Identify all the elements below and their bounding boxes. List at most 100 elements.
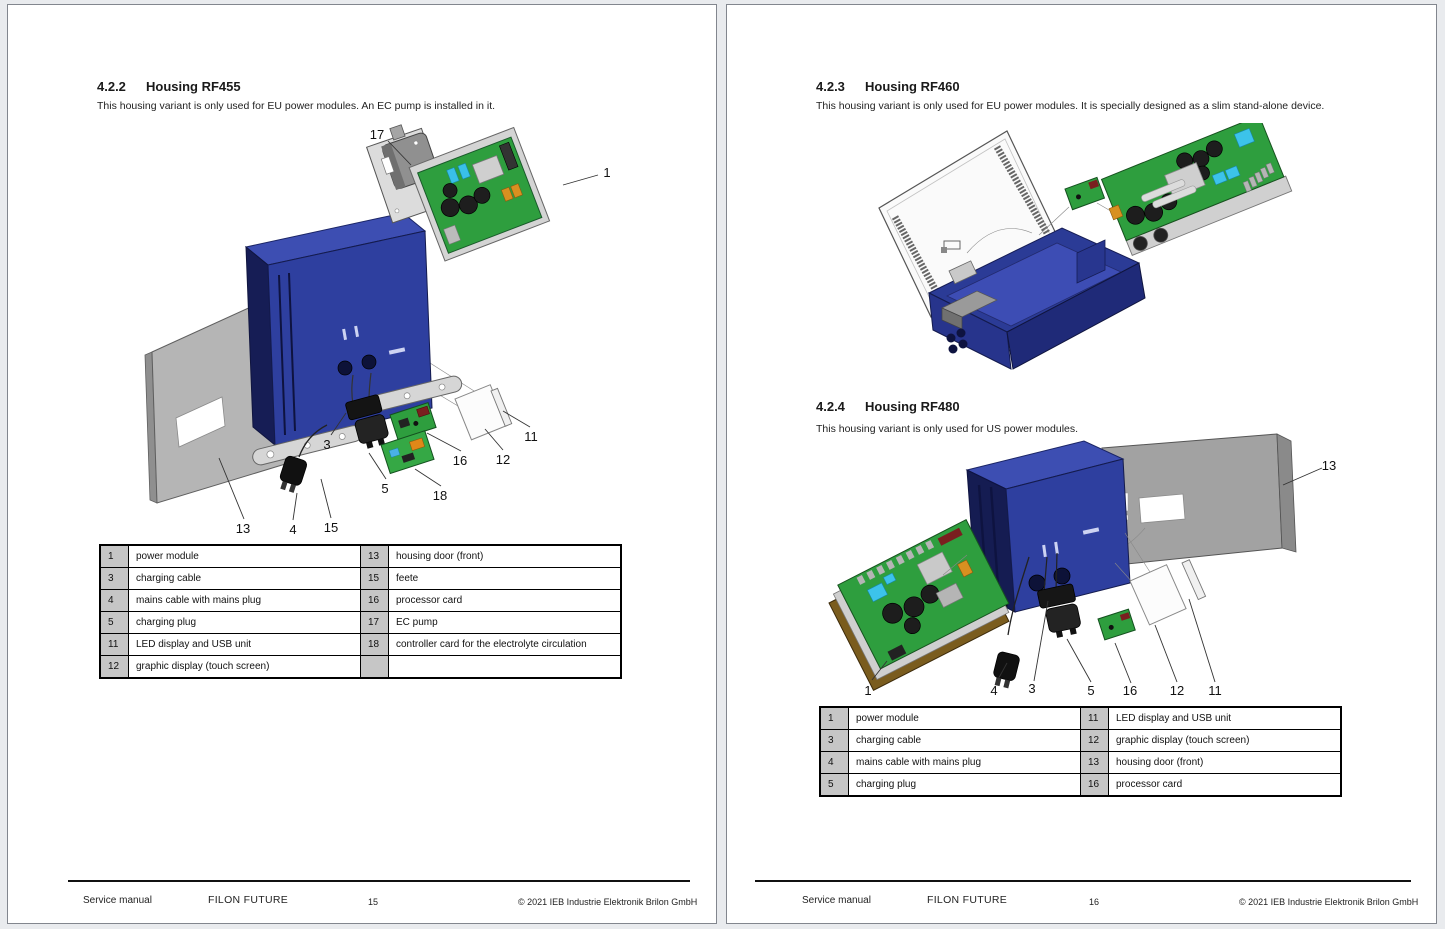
section-number: 4.2.3: [816, 79, 845, 94]
section-title: Housing RF480: [865, 399, 960, 414]
table-row: 3 charging cable 15 feete: [99, 567, 622, 590]
callout-label: 5: [381, 481, 388, 496]
part-number: 15: [360, 567, 389, 590]
mains-plug-illustration: [279, 424, 328, 493]
part-number: 13: [1080, 751, 1109, 774]
parts-table-rf480: 1 power module 11 LED display and USB un…: [819, 706, 1342, 797]
callout-label: 5: [1087, 683, 1094, 698]
part-number: 17: [360, 611, 389, 634]
table-row: 12 graphic display (touch screen): [99, 655, 622, 679]
callout-label: 13: [236, 521, 250, 536]
footer-rule: [68, 880, 690, 882]
rf480-exploded-diagram: 13 1 4 3 5 16 12 11: [828, 433, 1336, 698]
controller-card-illustration: [380, 430, 435, 475]
manual-page-16: 4.2.3 Housing RF460 This housing variant…: [726, 4, 1437, 924]
callout-label: 15: [324, 520, 338, 535]
part-number: 12: [1080, 729, 1109, 752]
mains-plug-illustration: [993, 556, 1030, 689]
part-number: 13: [360, 544, 389, 568]
processor-card-illustration: [1064, 176, 1106, 211]
part-label: graphic display (touch screen): [1108, 729, 1342, 752]
callout-label: 16: [1123, 683, 1137, 698]
footer-page-number: 16: [1089, 897, 1100, 907]
table-row: 5 charging plug 16 processor card: [819, 773, 1342, 797]
callout-label: 11: [1208, 683, 1222, 698]
callout-label: 12: [496, 452, 510, 467]
callout-label: 4: [990, 683, 997, 698]
processor-card-illustration: [1097, 608, 1136, 641]
part-number: 4: [819, 751, 849, 774]
rf455-exploded-diagram: 17 1 3 16 12 11 5 18 13 4 15: [144, 124, 611, 537]
part-label: processor card: [1108, 773, 1342, 797]
tray-illustration: [927, 227, 1146, 370]
section-heading-rf460: 4.2.3 Housing RF460: [816, 79, 960, 94]
housing-door-illustration: [1076, 433, 1297, 567]
manual-page-15: 4.2.2 Housing RF455 This housing variant…: [7, 4, 717, 924]
part-label: charging plug: [128, 611, 361, 634]
part-label: EC pump: [388, 611, 622, 634]
housing-body-illustration: [244, 212, 433, 447]
section-heading-rf480: 4.2.4 Housing RF480: [816, 399, 960, 414]
charging-plug-illustration: [1037, 552, 1081, 638]
graphic-display-illustration: [1129, 564, 1187, 626]
part-label: LED display and USB unit: [1108, 706, 1342, 730]
footer-product-name: FILON FUTURE: [208, 894, 289, 906]
callout-label: 12: [1170, 683, 1184, 698]
part-number: 16: [1080, 773, 1109, 797]
callout-label: 17: [370, 127, 384, 142]
footer-page-number: 15: [368, 897, 379, 907]
charging-plug-illustration: [345, 372, 389, 449]
table-row: 4 mains cable with mains plug 16 process…: [99, 589, 622, 612]
rf460-exploded-diagram: [878, 123, 1293, 370]
part-label: power module: [128, 544, 361, 568]
part-label: charging cable: [128, 567, 361, 590]
led-display-illustration: [1181, 559, 1207, 601]
intro-text-rf460: This housing variant is only used for EU…: [816, 100, 1325, 112]
part-number: 3: [819, 729, 849, 752]
part-number: 5: [99, 611, 129, 634]
section-heading-rf455: 4.2.2 Housing RF455: [97, 79, 241, 94]
table-row: 3 charging cable 12 graphic display (tou…: [819, 729, 1342, 752]
part-number: 1: [819, 706, 849, 730]
callout-label: 11: [524, 429, 538, 444]
part-number: 16: [360, 589, 389, 612]
part-label: feete: [388, 567, 622, 590]
footer-rule: [755, 880, 1411, 882]
part-label: charging plug: [848, 773, 1081, 797]
part-label: power module: [848, 706, 1081, 730]
part-label: processor card: [388, 589, 622, 612]
intro-text-rf480: This housing variant is only used for US…: [816, 423, 1079, 435]
power-module-illustration: [408, 126, 551, 262]
part-label: [388, 655, 622, 679]
callout-label: 4: [289, 522, 296, 537]
table-row: 11 LED display and USB unit 18 controlle…: [99, 633, 622, 656]
part-label: mains cable with mains plug: [128, 589, 361, 612]
part-label: housing door (front): [388, 544, 622, 568]
section-title: Housing RF455: [146, 79, 241, 94]
part-number: 11: [99, 633, 129, 656]
parts-table-rf455: 1 power module 13 housing door (front) 3…: [99, 544, 622, 679]
part-number: 5: [819, 773, 849, 797]
section-number: 4.2.4: [816, 399, 845, 414]
callout-label: 18: [433, 488, 447, 503]
footer-copyright: © 2021 IEB Industrie Elektronik Brilon G…: [1239, 897, 1419, 907]
led-display-illustration: [490, 387, 513, 427]
part-label: controller card for the electrolyte circ…: [388, 633, 622, 656]
power-module-illustration: [1100, 123, 1293, 256]
section-title: Housing RF460: [865, 79, 960, 94]
power-module-illustration: [828, 518, 1010, 691]
part-label: housing door (front): [1108, 751, 1342, 774]
footer-doc-type: Service manual: [802, 895, 871, 906]
callout-label: 16: [453, 453, 467, 468]
table-row: 4 mains cable with mains plug 13 housing…: [819, 751, 1342, 774]
part-label: graphic display (touch screen): [128, 655, 361, 679]
callout-label: 1: [864, 683, 871, 698]
callout-label: 13: [1322, 458, 1336, 473]
section-number: 4.2.2: [97, 79, 126, 94]
callout-label: 1: [603, 165, 610, 180]
footer-copyright: © 2021 IEB Industrie Elektronik Brilon G…: [518, 897, 698, 907]
table-row: 1 power module 11 LED display and USB un…: [819, 706, 1342, 730]
footer-doc-type: Service manual: [83, 895, 152, 906]
table-row: 5 charging plug 17 EC pump: [99, 611, 622, 634]
part-number: 18: [360, 633, 389, 656]
